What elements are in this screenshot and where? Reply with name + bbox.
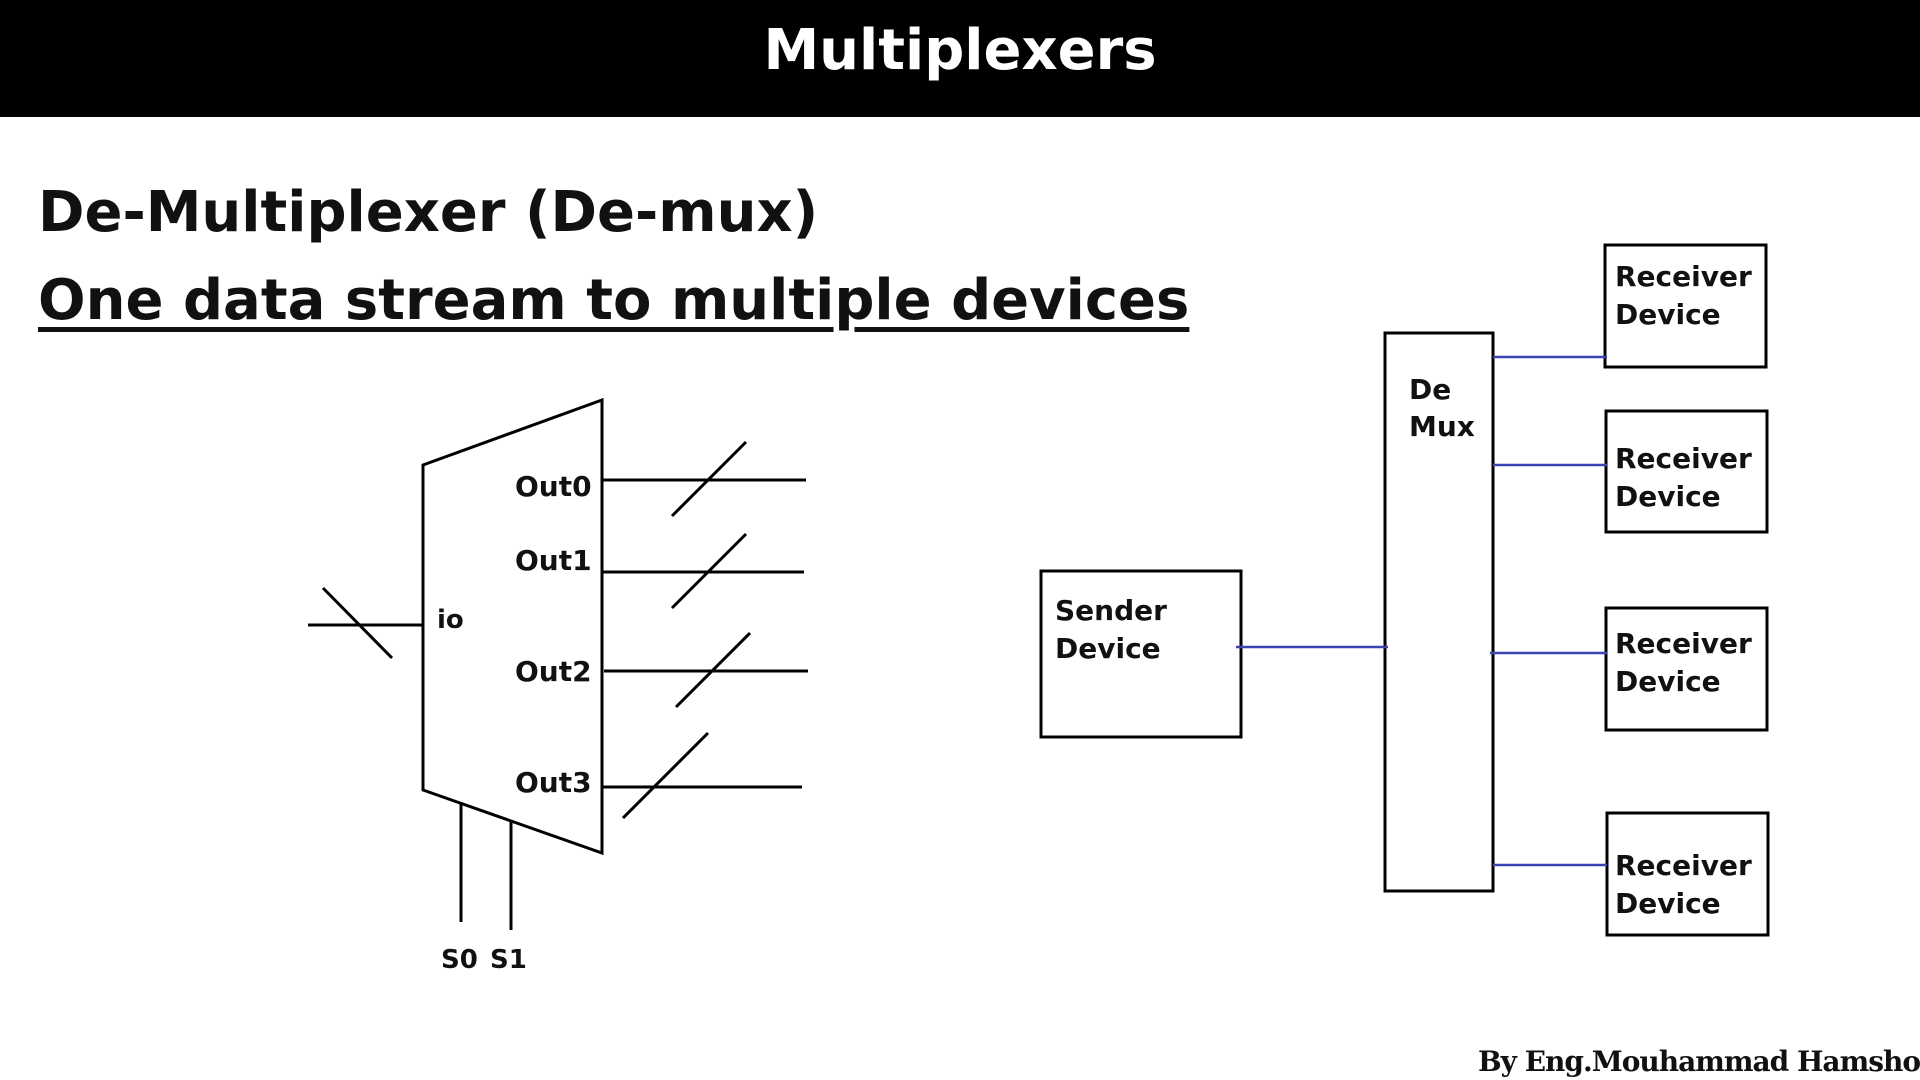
receiver-label-2-line-2: Device <box>1615 480 1721 513</box>
author-credit: By Eng.Mouhammad Hamsho <box>1478 1045 1920 1078</box>
output-bus-slash-2 <box>674 631 752 709</box>
receiver-label-3-line-2: Device <box>1615 665 1721 698</box>
receiver-label-1-line-2: Device <box>1615 298 1721 331</box>
receiver-label-4-line-2: Device <box>1615 887 1721 920</box>
receiver-label-3-line-1: Receiver <box>1615 627 1752 660</box>
demux-label-line-1: De <box>1409 373 1451 406</box>
receiver-label-1-line-1: Receiver <box>1615 260 1752 293</box>
receiver-label-2-line-1: Receiver <box>1615 442 1752 475</box>
input-bus-slash <box>321 586 394 660</box>
demux-symbol <box>308 397 808 930</box>
demux-box <box>1383 331 1495 893</box>
output-bus-slash-3 <box>621 731 710 820</box>
demux-label-line-2: Mux <box>1409 410 1475 443</box>
output-bus-slash-1 <box>670 532 748 610</box>
input-label: io <box>437 605 464 635</box>
output-label-2: Out2 <box>515 655 592 688</box>
output-label-1: Out1 <box>515 544 592 577</box>
output-label-3: Out3 <box>515 766 592 799</box>
demux-trapezoid <box>421 397 604 856</box>
slide-heading: De-Multiplexer (De-mux) <box>38 180 819 245</box>
select-label-1: S1 <box>490 945 527 975</box>
title-bar: Multiplexers <box>0 0 1920 117</box>
receiver-device-box-4 <box>1605 811 1770 937</box>
receiver-device-box-1 <box>1603 243 1768 369</box>
sender-label-line-1: Sender <box>1055 594 1167 627</box>
output-bus-slash-0 <box>670 440 748 518</box>
slide-subheading: One data stream to multiple devices <box>38 268 1190 333</box>
output-label-0: Out0 <box>515 470 592 503</box>
receiver-label-4-line-1: Receiver <box>1615 849 1752 882</box>
sender-device-box <box>1039 569 1243 739</box>
select-label-0: S0 <box>441 945 478 975</box>
slide-title: Multiplexers <box>763 18 1157 83</box>
sender-label-line-2: Device <box>1055 632 1161 665</box>
receiver-device-box-3 <box>1604 606 1769 732</box>
receiver-device-box-2 <box>1604 409 1769 534</box>
